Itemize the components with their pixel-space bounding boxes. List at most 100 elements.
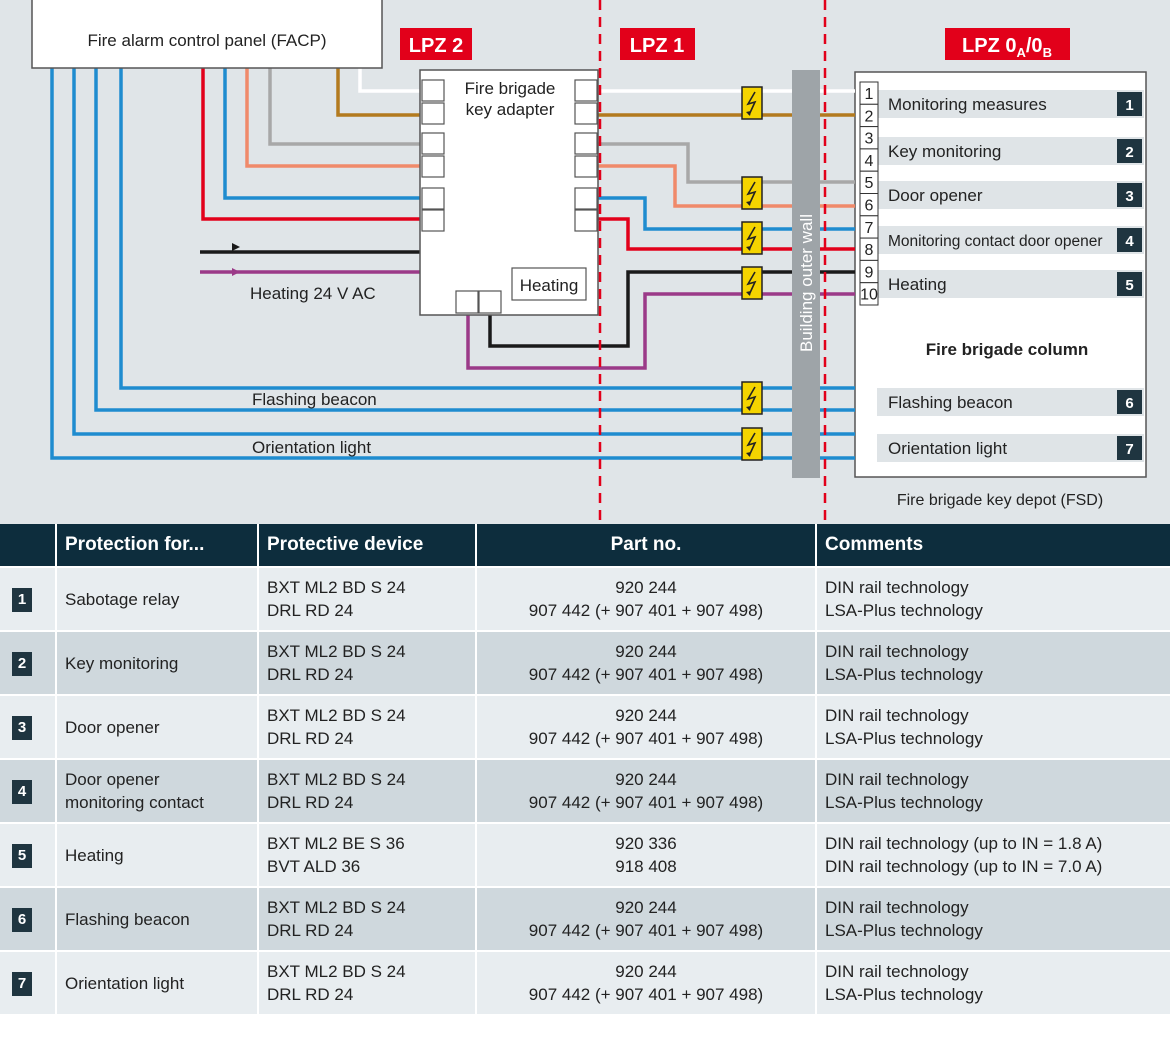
heating-box-label: Heating <box>520 276 579 295</box>
depot-function-num-box <box>1117 92 1142 116</box>
protection-cell: Heating <box>55 822 258 887</box>
row-num-cell: 5 <box>0 822 56 887</box>
cell-line: BXT ML2 BD S 24 <box>267 706 406 725</box>
cell-line: DIN rail technology <box>825 578 969 597</box>
header-part-no: Part no. <box>475 524 816 567</box>
building-outer-wall-label: Building outer wall <box>797 214 816 352</box>
cell-line: LSA-Plus technology <box>825 985 983 1004</box>
cell-line: DRL RD 24 <box>267 601 354 620</box>
cell-line: 920 244 <box>615 642 677 661</box>
depot-function-num-box <box>1117 436 1142 460</box>
cell-line: Door opener <box>65 770 160 789</box>
heating-supply-label: Heating 24 V AC <box>250 284 376 303</box>
terminal-number: 10 <box>860 287 878 304</box>
depot-function-num-box <box>1117 139 1142 163</box>
cell-line: DRL RD 24 <box>267 985 354 1004</box>
heating-box <box>511 267 587 301</box>
row-number-badge: 1 <box>12 587 32 612</box>
zone-lpz2-label: LPZ 2 <box>409 35 463 57</box>
wire-flashing-beacon-return <box>119 68 855 390</box>
spd-lightning-icon <box>741 221 763 255</box>
wire-orientation-light-return <box>72 68 855 436</box>
spd-lightning-icon <box>741 176 763 210</box>
cell-line: 918 408 <box>615 857 677 876</box>
wire-salmon-facp <box>245 68 420 168</box>
table-header-row: Protection for... Protective device Part… <box>0 524 1170 567</box>
depot-function-num: 1 <box>1125 97 1133 114</box>
building-outer-wall <box>792 70 820 478</box>
depot-function-label: Heating <box>888 275 947 294</box>
adapter-terminals <box>421 79 598 314</box>
depot-function-bar <box>877 434 1144 462</box>
cell-line: DIN rail technology <box>825 962 969 981</box>
protection-cell: Key monitoring <box>55 630 258 695</box>
terminal-number: 1 <box>865 86 874 103</box>
row-num-cell: 3 <box>0 694 56 759</box>
depot-function-num: 2 <box>1125 144 1133 161</box>
terminal-number: 2 <box>865 108 874 125</box>
terminal-number: 3 <box>865 131 874 148</box>
zone-lpz0-badge <box>945 28 1070 60</box>
wire-blue-facp <box>223 68 420 200</box>
depot-function-num: 6 <box>1125 395 1133 412</box>
cell-line: DRL RD 24 <box>267 793 354 812</box>
depot-function-bar <box>877 90 1144 118</box>
depot-function-bar <box>877 270 1144 298</box>
cell-line: Orientation light <box>65 973 185 993</box>
spd-lightning-icon <box>741 427 763 461</box>
depot-function-label: Monitoring measures <box>888 95 1047 114</box>
depot-function-bar <box>877 181 1144 209</box>
spd-lightning-icon <box>741 266 763 300</box>
row-num-cell: 1 <box>0 566 56 631</box>
depot-function-num-box <box>1117 228 1142 252</box>
cell-line: 920 244 <box>615 706 677 725</box>
row-number-badge: 2 <box>12 651 32 676</box>
wire-grey-out <box>598 142 855 184</box>
wire-grey-facp <box>268 68 420 146</box>
flashing-beacon-wire-label: Flashing beacon <box>252 390 377 409</box>
facp-label: Fire alarm control panel (FACP) <box>87 31 326 50</box>
cell-line: 920 244 <box>615 898 677 917</box>
terminal-cell <box>859 282 879 306</box>
cell-line: DIN rail technology <box>825 706 969 725</box>
cell-line: DRL RD 24 <box>267 921 354 940</box>
wire-flashing-beacon <box>94 68 855 412</box>
protection-cell: Sabotage relay <box>55 566 258 631</box>
depot-function-num: 7 <box>1125 441 1133 458</box>
cell-line: LSA-Plus technology <box>825 793 983 812</box>
header-comments: Comments <box>815 524 1170 567</box>
cell-line: Heating <box>65 845 124 865</box>
depot-function-label: Door opener <box>888 186 983 205</box>
depot-function-num-box <box>1117 272 1142 296</box>
zone-lpz1-label: LPZ 1 <box>630 35 684 57</box>
cell-line: DRL RD 24 <box>267 729 354 748</box>
key-adapter-label-2: key adapter <box>466 100 555 119</box>
zone-lpz0-label: LPZ 0A/0B <box>962 35 1052 60</box>
terminal-number: 7 <box>865 220 874 237</box>
row-num-cell: 2 <box>0 630 56 695</box>
cell-line: LSA-Plus technology <box>825 601 983 620</box>
depot-function-num-box <box>1117 183 1142 207</box>
cell-line: 920 244 <box>615 770 677 789</box>
